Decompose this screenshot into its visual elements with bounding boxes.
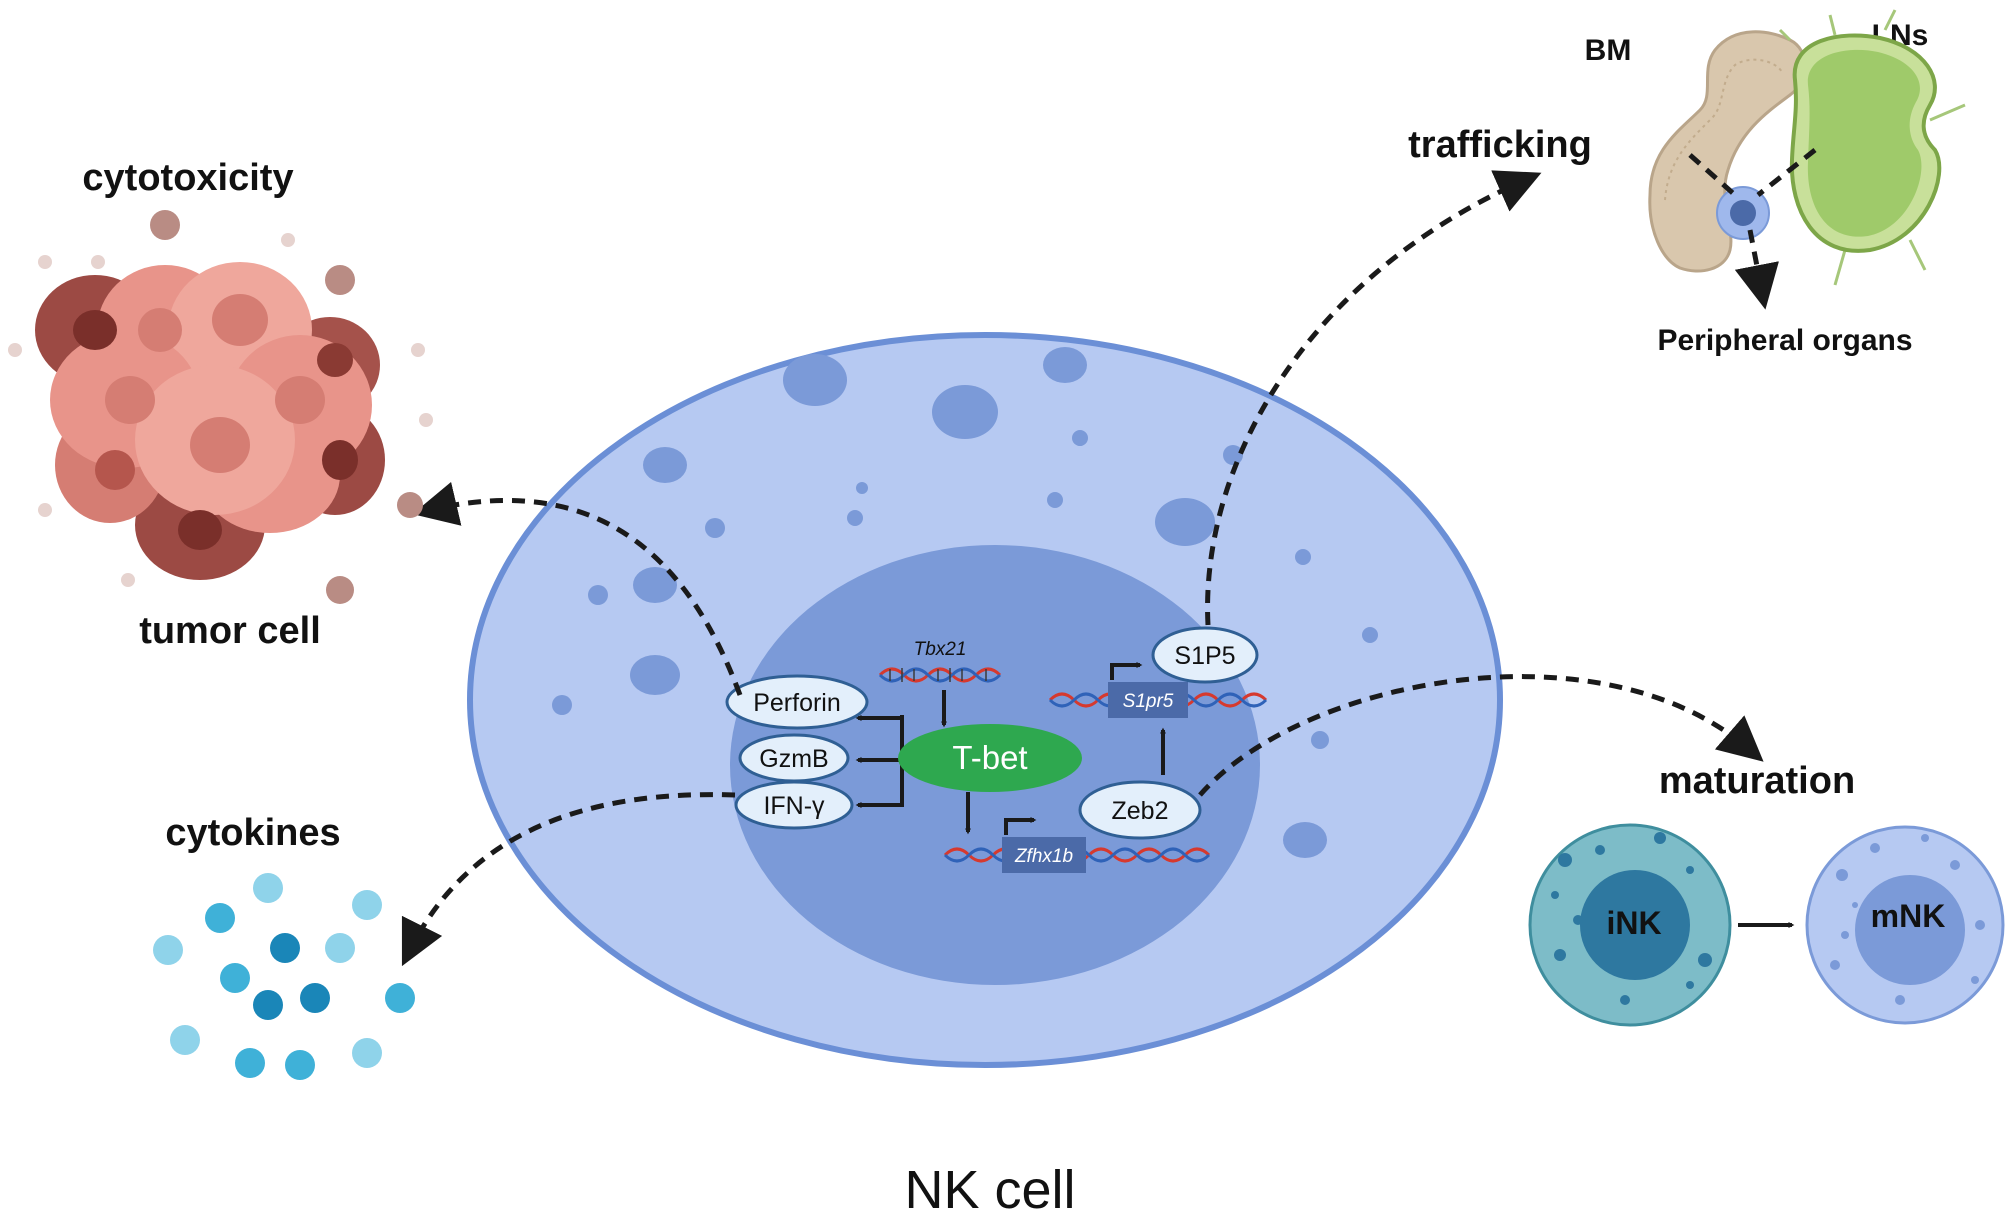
node-zeb2-label: Zeb2 (1112, 797, 1169, 825)
gene-box-s1pr5: S1pr5 (1108, 662, 1188, 718)
gene-label-zfhx1b: Zfhx1b (1014, 846, 1073, 867)
label-cytotoxicity: cytotoxicity (82, 157, 293, 199)
circulating-nk-cell (1716, 186, 1770, 240)
label-ink: iNK (1606, 905, 1661, 941)
cytokine-molecules (153, 873, 415, 1080)
lymph-node (1778, 9, 1966, 286)
tumor-debris (8, 210, 433, 604)
effector-arrows (401, 170, 1764, 967)
node-s1p5-label: S1P5 (1174, 642, 1235, 670)
arrow-to-maturation (1198, 674, 1764, 797)
arrow-to-trafficking (1205, 170, 1542, 626)
trafficking-arrows (1688, 148, 1817, 310)
tumor-cell-cluster (8, 210, 433, 604)
node-perforin-label: Perforin (753, 689, 841, 717)
node-perforin: Perforin (725, 674, 869, 730)
arrow-to-cytokines (401, 792, 736, 967)
label-maturation: maturation (1659, 760, 1855, 802)
dna-tbx21 (878, 667, 1002, 683)
diagram-title: NK cell (904, 1160, 1075, 1220)
label-bm: BM (1585, 34, 1632, 67)
node-gzmb-label: GzmB (759, 745, 828, 773)
gene-box-zfhx1b: Zfhx1b (1002, 817, 1086, 873)
node-s1p5: S1P5 (1151, 626, 1259, 684)
label-tumor-cell: tumor cell (139, 610, 321, 652)
gene-label-tbx21: Tbx21 (914, 639, 967, 660)
nk-cell (467, 332, 1503, 1068)
node-tbet-label: T-bet (952, 739, 1027, 776)
cytoplasm-granules (552, 347, 1378, 858)
tumor-cells (35, 262, 385, 580)
label-peripheral-organs: Peripheral organs (1657, 324, 1912, 357)
node-gzmb: GzmB (738, 733, 850, 783)
immature-nk-cell: iNK (1528, 823, 1732, 1027)
label-cytokines: cytokines (165, 812, 340, 854)
node-zeb2: Zeb2 (1078, 780, 1202, 840)
gene-label-s1pr5: S1pr5 (1123, 691, 1174, 712)
node-ifng-label: IFN-γ (763, 792, 825, 820)
label-trafficking: trafficking (1408, 124, 1592, 166)
label-mnk: mNK (1871, 898, 1946, 934)
bone-marrow (1648, 30, 1807, 273)
arrow-to-cytotoxicity (412, 481, 743, 696)
mature-nk-cell: mNK (1805, 825, 2005, 1025)
node-ifng: IFN-γ (734, 780, 854, 830)
node-tbet: T-bet (898, 724, 1082, 792)
